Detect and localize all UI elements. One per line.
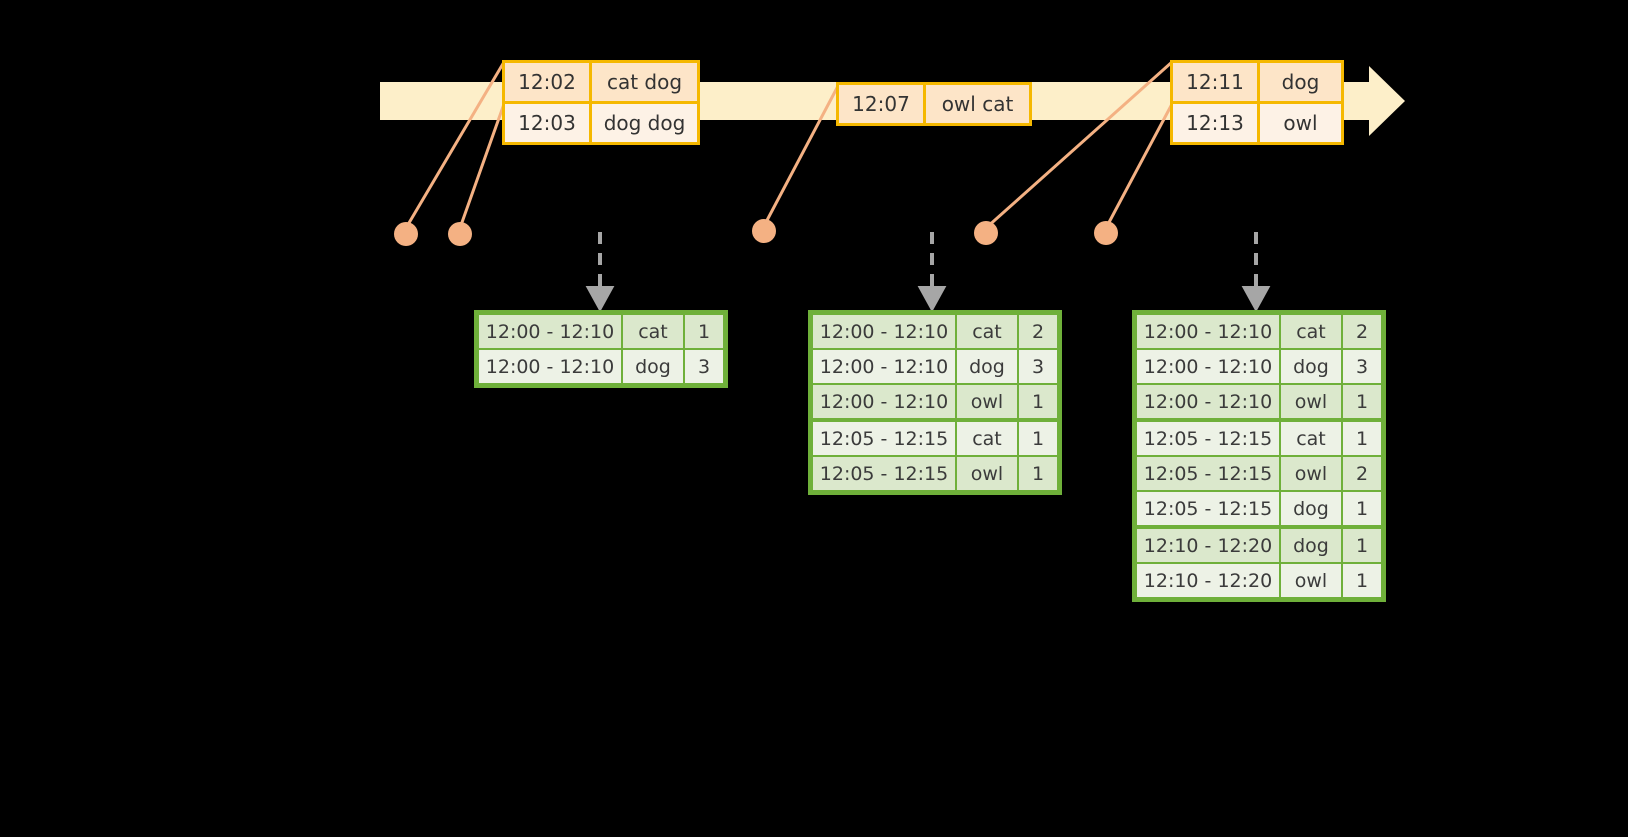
- cell-key: cat: [1281, 315, 1341, 348]
- event-row: 12:07 owl cat: [839, 85, 1029, 123]
- event-row: 12:03 dog dog: [505, 101, 697, 142]
- event-time: 12:07: [839, 85, 923, 123]
- cell-key: owl: [957, 457, 1017, 490]
- cell-window: 12:05 - 12:15: [1137, 492, 1279, 525]
- cell-window: 12:00 - 12:10: [813, 350, 955, 383]
- cell-count: 1: [1343, 422, 1381, 455]
- cell-key: owl: [1281, 385, 1341, 418]
- cell-count: 1: [1019, 457, 1057, 490]
- connector-line-2: [458, 103, 506, 229]
- event-marker-4: [974, 221, 998, 245]
- cell-count: 3: [1343, 350, 1381, 383]
- cell-key: dog: [1281, 492, 1341, 525]
- event-payload: owl cat: [923, 85, 1029, 123]
- cell-window: 12:00 - 12:10: [1137, 350, 1279, 383]
- event-row: 12:11 dog: [1173, 63, 1341, 101]
- connector-line-3: [762, 85, 840, 227]
- event-group-2: 12:07 owl cat: [836, 82, 1032, 126]
- cell-key: dog: [957, 350, 1017, 383]
- cell-window: 12:00 - 12:10: [1137, 315, 1279, 348]
- event-payload: dog: [1257, 63, 1341, 101]
- event-payload: cat dog: [589, 63, 697, 101]
- cell-window: 12:05 - 12:15: [813, 457, 955, 490]
- cell-count: 1: [1019, 422, 1057, 455]
- event-time: 12:13: [1173, 104, 1257, 142]
- timeline-arrowhead: [1369, 66, 1405, 136]
- event-time: 12:11: [1173, 63, 1257, 101]
- cell-count: 1: [1343, 529, 1381, 562]
- event-time: 12:03: [505, 104, 589, 142]
- cell-key: dog: [1281, 350, 1341, 383]
- cell-key: cat: [957, 315, 1017, 348]
- event-group-1: 12:02 cat dog 12:03 dog dog: [502, 60, 700, 145]
- event-payload: dog dog: [589, 104, 697, 142]
- emit-arrow-head-3: [1241, 286, 1271, 313]
- event-row: 12:13 owl: [1173, 101, 1341, 142]
- cell-key: owl: [1281, 564, 1341, 597]
- event-payload: owl: [1257, 104, 1341, 142]
- cell-window: 12:05 - 12:15: [1137, 457, 1279, 490]
- cell-window: 12:10 - 12:20: [1137, 529, 1279, 562]
- cell-count: 1: [1343, 564, 1381, 597]
- cell-count: 1: [685, 315, 723, 348]
- cell-count: 1: [1343, 492, 1381, 525]
- cell-window: 12:00 - 12:10: [1137, 385, 1279, 418]
- cell-window: 12:00 - 12:10: [813, 385, 955, 418]
- cell-key: cat: [1281, 422, 1341, 455]
- event-row: 12:02 cat dog: [505, 63, 697, 101]
- cell-count: 2: [1343, 315, 1381, 348]
- emit-arrow-head-1: [585, 286, 615, 313]
- cell-count: 2: [1019, 315, 1057, 348]
- event-marker-5: [1094, 221, 1118, 245]
- cell-key: cat: [623, 315, 683, 348]
- connector-line-1: [404, 61, 506, 229]
- emit-arrows: [585, 232, 1271, 313]
- cell-count: 3: [685, 350, 723, 383]
- emit-arrow-head-2: [917, 286, 947, 313]
- cell-window: 12:00 - 12:10: [479, 315, 621, 348]
- event-marker-1: [394, 222, 418, 246]
- cell-count: 1: [1019, 385, 1057, 418]
- cell-window: 12:00 - 12:10: [479, 350, 621, 383]
- cell-window: 12:05 - 12:15: [813, 422, 955, 455]
- cell-window: 12:05 - 12:15: [1137, 422, 1279, 455]
- event-time: 12:02: [505, 63, 589, 101]
- cell-key: dog: [623, 350, 683, 383]
- cell-key: owl: [1281, 457, 1341, 490]
- event-group-3: 12:11 dog 12:13 owl: [1170, 60, 1344, 145]
- cell-count: 2: [1343, 457, 1381, 490]
- cell-key: dog: [1281, 529, 1341, 562]
- cell-window: 12:10 - 12:20: [1137, 564, 1279, 597]
- event-marker-2: [448, 222, 472, 246]
- cell-count: 1: [1343, 385, 1381, 418]
- cell-key: cat: [957, 422, 1017, 455]
- connector-line-5: [1104, 103, 1174, 229]
- event-marker-3: [752, 219, 776, 243]
- cell-count: 3: [1019, 350, 1057, 383]
- cell-window: 12:00 - 12:10: [813, 315, 955, 348]
- cell-key: owl: [957, 385, 1017, 418]
